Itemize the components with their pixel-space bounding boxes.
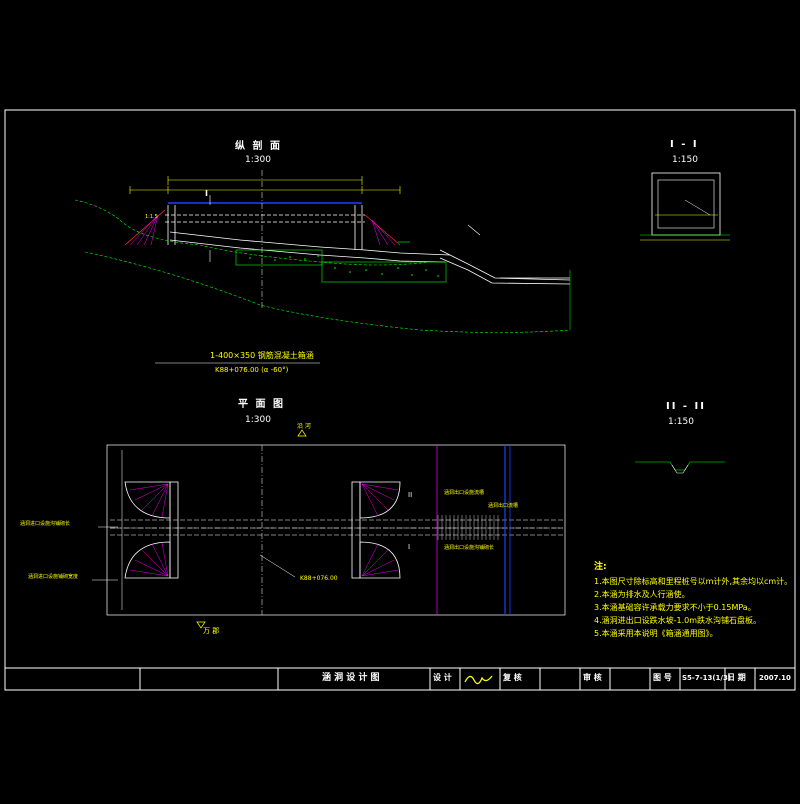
- plan-down-label: 万 郡: [203, 627, 220, 635]
- profile-section-mark: I: [205, 189, 210, 198]
- plan-mark-i: I: [408, 543, 411, 551]
- plan-label-left-top: 涵洞进口设施沟铺砌长: [20, 521, 71, 527]
- note-item: 2.本涵为排水及人行涵使。: [594, 590, 690, 599]
- outer-frame: [4, 109, 796, 691]
- section-2-scale: 1:150: [668, 417, 694, 427]
- plan-title: 平 面 图: [238, 399, 285, 410]
- plan-drawing: [92, 362, 566, 629]
- date-label: 日 期: [727, 673, 746, 682]
- culvert-stake: K88+076.00 (α -60°): [215, 366, 289, 374]
- check-label: 复 核: [503, 673, 522, 682]
- plan-scale: 1:300: [245, 415, 271, 425]
- sheet-no-label: 图 号: [653, 673, 672, 682]
- date-value: 2007.10: [759, 674, 791, 682]
- note-item: 1.本图尺寸除标高和里程桩号以m计外,其余均以cm计。: [594, 577, 793, 586]
- drawing-name: 涵 洞 设 计 图: [322, 673, 380, 683]
- plan-label-left-bottom: 涵洞进口设施铺砌宽度: [28, 574, 79, 580]
- note-item: 3.本涵基础容许承载力要求不小于0.15MPa。: [594, 603, 756, 612]
- section-2-title: II - II: [666, 401, 706, 412]
- section-2-drawing: [635, 461, 725, 474]
- plan-up-label: 沿 河: [297, 423, 311, 430]
- profile-title: 纵 剖 面: [235, 141, 282, 152]
- design-label: 设 计: [433, 673, 452, 682]
- review-label: 审 核: [583, 673, 602, 682]
- plan-label-right-top: 涵洞出口设施流槽: [444, 490, 485, 496]
- note-item: 5.本涵采用本说明《箱涵通用图》。: [594, 629, 718, 638]
- designer-signature: [464, 675, 493, 685]
- profile-scale: 1:300: [245, 155, 271, 165]
- plan-stake: K88+076.00: [300, 575, 338, 582]
- profile-slope-label: 1:1.5: [145, 214, 158, 220]
- title-block-lines: [5, 667, 795, 690]
- notes-header: 注:: [594, 562, 607, 572]
- section-1-drawing: [640, 172, 730, 241]
- profile-drawing: [74, 170, 571, 333]
- plan-label-right-mid: 涵洞出口流槽: [488, 503, 519, 509]
- section-1-title: I - I: [670, 139, 699, 150]
- plan-mark-ii: II: [408, 491, 413, 499]
- culvert-spec: 1-400×350 钢筋混凝土箱涵: [210, 351, 314, 360]
- section-1-scale: 1:150: [672, 155, 698, 165]
- note-item: 4.涵洞进出口设跌水坡-1.0m跌水沟铺石盘板。: [594, 616, 762, 625]
- plan-label-right-bottom: 涵洞出口设施沟铺砌长: [444, 545, 495, 551]
- sheet-no: S5-7-13(1/3): [682, 674, 732, 682]
